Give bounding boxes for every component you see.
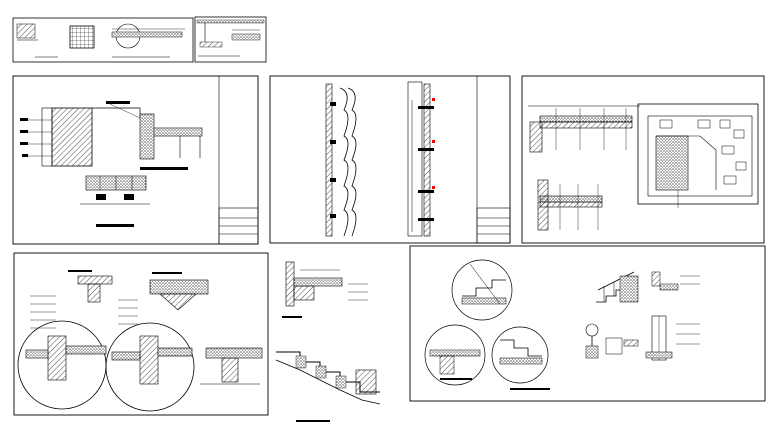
sheet-6-bubble-mid [491,326,550,390]
sheet-6-bubble-left [424,324,486,386]
sheet-6-post-detail [645,315,700,361]
sheet-1-wall-section [41,107,203,167]
sheet-4-beam-detail [149,272,209,311]
sheet-3-floor-section-top [528,105,640,153]
thumb-a-section [111,23,185,49]
thumb-a-detail-1 [16,23,38,41]
sheet-4-junction-details[interactable] [13,252,269,416]
sheet-1-leader-lines [20,101,188,170]
sheet-5-stair-details[interactable] [275,261,381,422]
sheet-1-lower-detail [80,175,150,227]
sheet-4-bubble-right [105,322,195,412]
sheet-2-title-block [476,207,511,244]
sheet-2-left-elevation [325,83,357,237]
sheet-6-stair-and-railing[interactable] [409,245,766,402]
thumbnail-sheet-a[interactable] [12,17,194,63]
sheet-2-right-elevation [407,81,435,237]
thumb-a-grid-detail [69,25,95,49]
sheet-1-wall-details[interactable] [12,75,259,245]
sheet-3-floor-details[interactable] [521,75,765,244]
sheet-4-legend-ticks [30,295,138,329]
sheet-3-floor-section-bottom [537,179,603,231]
sheet-4-bubble-left [17,320,107,410]
sheet-6-bubble-top [451,259,513,321]
sheet-6-railing-elevation [596,271,639,303]
sheet-1-title-block [218,207,259,245]
thumb-b-detail [198,23,261,57]
sheet-5-stair-section [275,351,381,422]
sheet-4-column-detail [200,347,263,385]
thumbnail-sheet-b[interactable] [194,16,267,63]
sheet-6-baluster-detail [585,323,639,359]
sheet-6-step-detail [651,271,700,291]
sheet-2-cladding-section[interactable] [269,75,511,244]
sheet-3-tile-plan [637,103,759,208]
sheet-4-t-detail [68,270,113,303]
sheet-5-landing-detail [282,261,368,318]
